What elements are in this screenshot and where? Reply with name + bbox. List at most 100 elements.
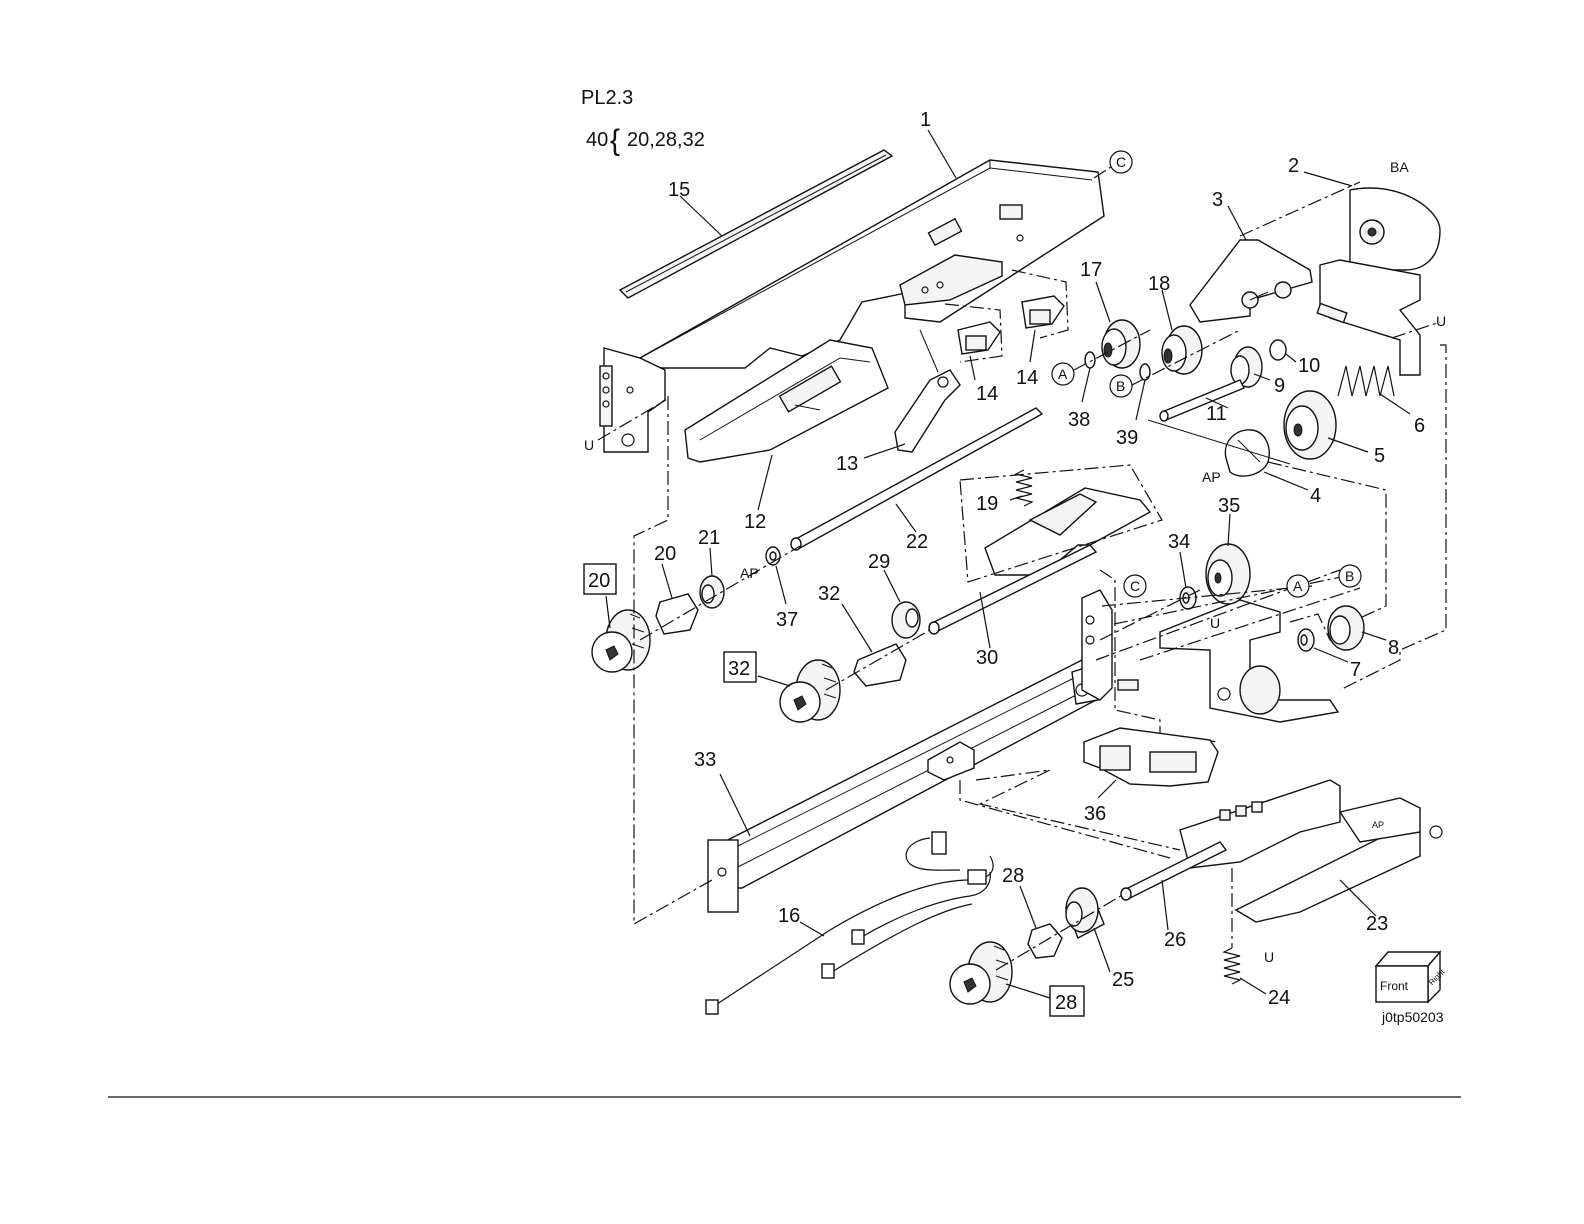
part-10-ring [1270,340,1296,362]
part-14-sensor-a [945,304,1002,380]
ref-line-left [634,396,712,924]
connector-a-left: A [1052,363,1074,385]
callout-24: 23 [1366,913,1388,935]
callout-38: 37 [776,609,798,631]
right-box-frame [1317,260,1440,375]
callout-23: 22 [906,531,928,553]
orientation-cube: Front Right [1376,952,1447,1002]
annotation-u-left: U [584,437,594,453]
part-13-lever [864,330,960,458]
callout-18: 18 [1148,273,1170,295]
annotation-ap-small: AP [1372,820,1384,830]
part-30-roller [884,570,920,638]
part-14-sensor-b [1012,270,1068,362]
callout-27: 26 [1164,929,1186,951]
svg-text:B: B [1116,378,1125,394]
part-29-clutch [1020,886,1062,958]
callout-9: 9 [1274,375,1285,397]
callout-25: 24 [1268,987,1290,1009]
part-38-bearing [766,547,786,604]
part-26-roller [1066,888,1110,972]
svg-text:28: 28 [1055,992,1077,1014]
callout-17: 17 [1080,259,1102,281]
annotation-u-right: U [1436,313,1446,329]
part-22-gear [700,548,724,608]
callout-21: 20 [654,543,676,565]
kit-brace: { [610,124,620,157]
callout-32-boxed: 32 [724,652,756,682]
callout-6: 6 [1414,415,1425,437]
callout-8: 8 [1388,637,1399,659]
callout-39-b: 39 [1116,427,1138,449]
callout-13: 13 [836,453,858,475]
drive-bracket [1160,600,1350,722]
figure-id: j0tp50203 [1381,1009,1444,1025]
annotation-u-bottom: U [1264,949,1274,965]
annotation-u-mid: U [1210,615,1220,631]
svg-text:B: B [1345,568,1354,584]
callout-39-a: 38 [1068,409,1090,431]
svg-text:A: A [1058,366,1068,382]
kit-number: 40 [586,129,608,151]
callout-28-boxed: 28 [1050,986,1084,1016]
part-11-shaft [1160,380,1244,421]
part-24-guide [960,770,1442,922]
part-37-sensor [1084,728,1218,798]
part-8-gear [1328,606,1386,650]
annotation-ap-left: AP [740,565,759,581]
ref-line-cam [1268,462,1386,618]
callout-10: 10 [1298,355,1320,377]
part-6-spring [1338,366,1410,414]
part-5-gear [1284,391,1368,459]
callout-3: 3 [1212,189,1223,211]
svg-text:A: A [1293,578,1303,594]
part-20-roll [592,596,650,672]
part-34-bar [708,660,1098,912]
callout-30: 29 [868,551,890,573]
part-36-gear [1206,514,1250,604]
connector-b-left: B [1110,375,1132,397]
cube-front-label: Front [1380,979,1409,993]
part-27-shaft [1121,842,1226,930]
callout-15: 15 [668,179,690,201]
kit-parts: 20,28,32 [627,129,705,151]
callout-16: 16 [778,905,800,927]
callout-11: 11 [1206,403,1227,425]
callout-37: 36 [1084,803,1106,825]
part-21-clutch [656,564,698,634]
callout-4: 4 [1310,485,1321,507]
connector-a-right: A [1287,575,1309,597]
svg-text:32: 32 [728,658,750,680]
callout-19: 19 [976,493,998,515]
plate-number: PL2.3 [581,87,633,109]
connector-b-right: B [1339,565,1361,587]
callout-26: 25 [1112,969,1134,991]
ref-line-a [1148,420,1290,464]
right-side-plate [1082,570,1218,742]
svg-text:C: C [1116,154,1126,170]
callout-35: 34 [1168,531,1190,553]
callout-5: 5 [1374,445,1385,467]
svg-text:C: C [1130,578,1140,594]
annotation-ba: BA [1390,159,1409,175]
callout-14-a: 14 [976,383,998,405]
part-32-roll [758,660,840,722]
callout-29: 28 [1002,865,1024,887]
callout-14-b: 14 [1016,367,1038,389]
callout-34: 33 [694,749,716,771]
callout-2: 2 [1288,155,1299,177]
callout-7: 7 [1350,659,1361,681]
callout-31: 30 [976,647,998,669]
callout-36: 35 [1218,495,1240,517]
callout-1: 1 [920,109,931,131]
part-25-spring [1224,868,1266,994]
annotation-ap-cam: AP [1202,469,1221,485]
connector-c-mid: C [1124,575,1146,597]
callout-33: 32 [818,583,840,605]
callout-12: 12 [744,511,766,533]
callout-22: 21 [698,527,720,549]
part-3-bracket [1190,206,1312,322]
svg-text:20: 20 [588,570,610,592]
callout-20-boxed: 20 [584,564,616,594]
